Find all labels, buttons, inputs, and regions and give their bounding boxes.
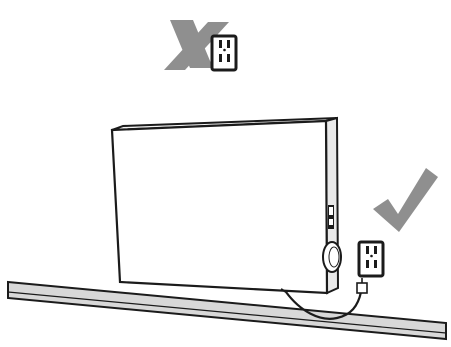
floor-line-icon: [8, 282, 446, 339]
side-control-panel: [328, 205, 334, 229]
check-mark-icon: [373, 168, 438, 232]
power-outlet-icon: [359, 242, 383, 276]
thermostat-knob: [323, 242, 341, 272]
wall-heater-icon: [112, 118, 341, 293]
incorrect-placement-group: [164, 20, 236, 70]
power-outlet-icon: [212, 36, 236, 70]
correct-placement-group: [359, 168, 438, 276]
